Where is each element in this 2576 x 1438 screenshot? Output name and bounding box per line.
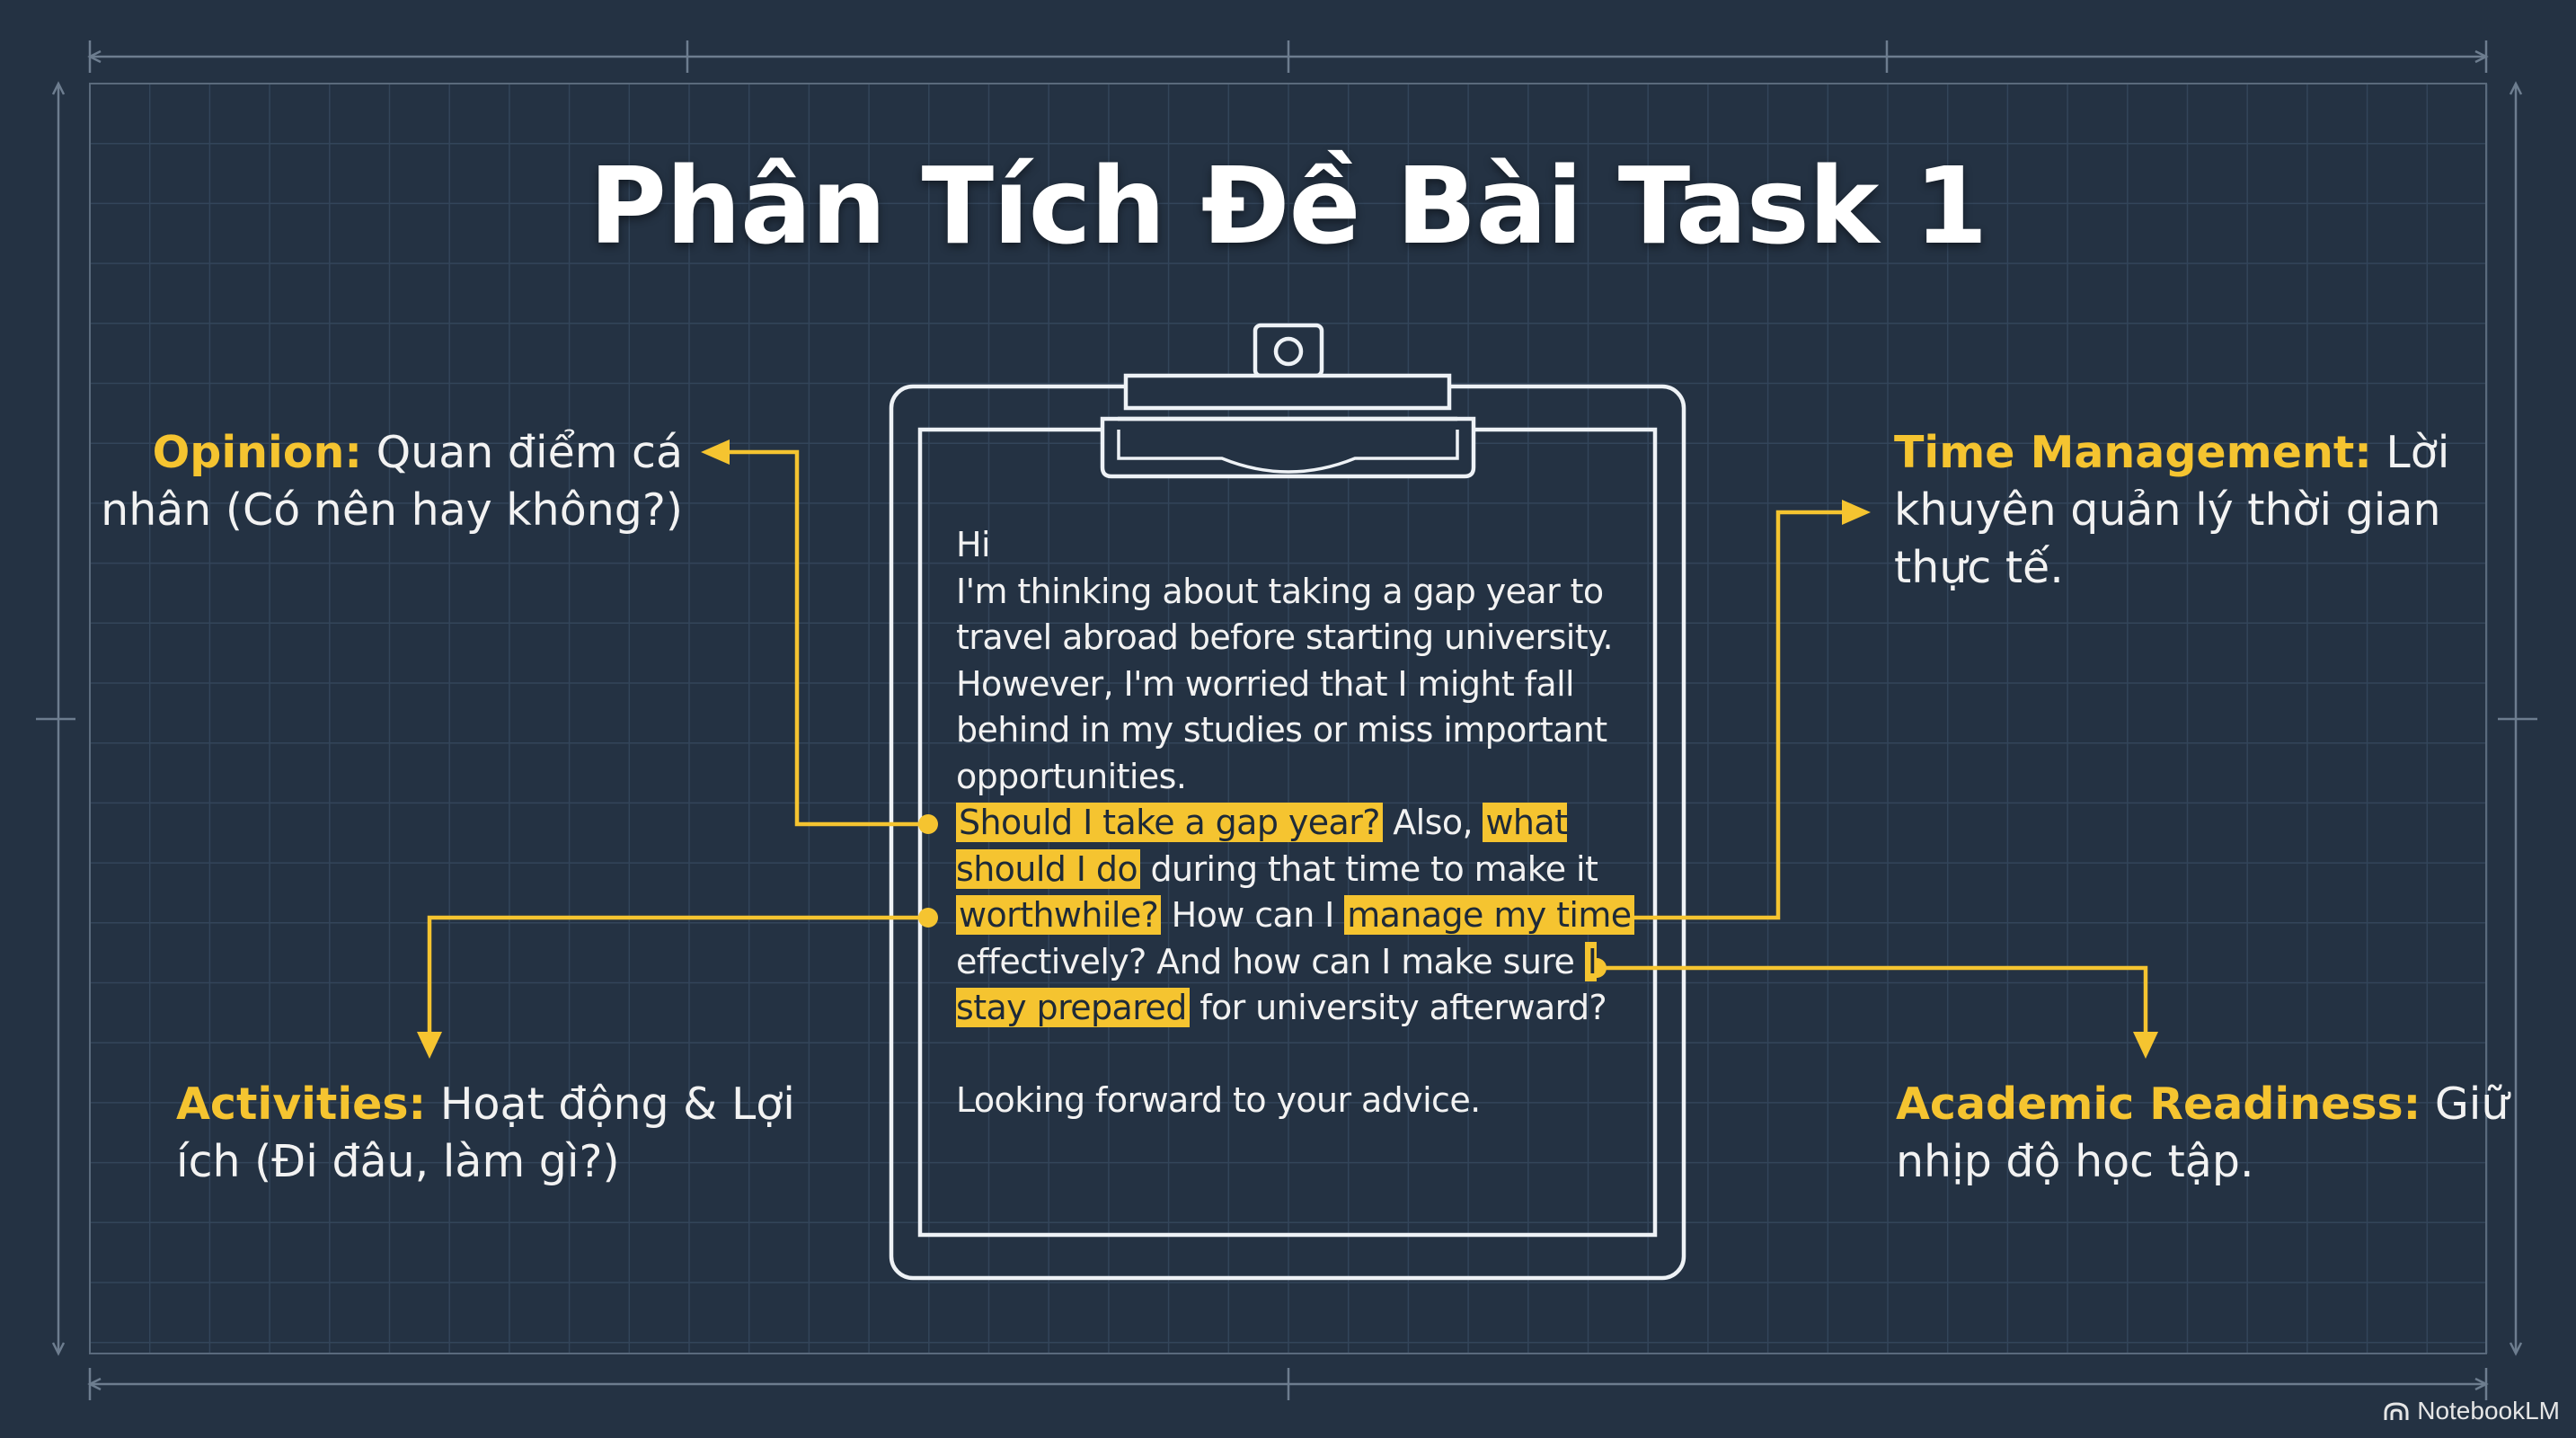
highlight-manage-time: manage my time: [1344, 895, 1634, 935]
brand-name: NotebookLM: [2417, 1397, 2560, 1425]
academic-connector: [1597, 965, 2148, 1041]
callout-time-text: Lời khuyên quản lý thời gian thực tế.: [1894, 427, 2450, 593]
letter-text: during that time to make it: [1140, 848, 1598, 889]
time-arrowhead: [1842, 500, 1871, 525]
connector-lines: [427, 449, 2148, 1041]
callout-activities-text: Hoạt động & Lợi ích (Đi đâu, làm gì?): [176, 1078, 795, 1187]
letter-text: How can I: [1161, 895, 1345, 935]
callout-opinion: Opinion: Quan điểm cá nhân (Có nên hay k…: [99, 424, 683, 539]
letter-greeting: Hi: [956, 525, 991, 564]
letter-questions: Should I take a gap year? Also, what sho…: [956, 800, 1639, 1032]
callout-opinion-text: Quan điểm cá nhân (Có nên hay không?): [101, 427, 683, 536]
callout-academic-keyword: Academic Readiness:: [1896, 1078, 2421, 1130]
letter-text: effectively? And how can I make sure: [956, 941, 1585, 981]
clipboard-letter: Hi I'm thinking about taking a gap year …: [956, 522, 1639, 1123]
time-connector: [1623, 510, 1851, 920]
callout-activities: Activities: Hoạt động & Lợi ích (Đi đâu,…: [176, 1076, 805, 1191]
letter-intro: I'm thinking about taking a gap year to …: [956, 571, 1614, 796]
letter-spacer: [956, 1032, 1639, 1078]
page-title: Phân Tích Đề Bài Task 1: [589, 144, 1987, 268]
notebooklm-icon: [2384, 1402, 2409, 1420]
dimension-lines: [36, 40, 2537, 1400]
clipboard-icon: [889, 323, 1686, 1281]
academic-arrowhead: [2133, 1032, 2158, 1059]
activities-arrowhead: [417, 1032, 442, 1059]
callout-time-keyword: Time Management:: [1894, 427, 2372, 478]
opinion-arrowhead: [701, 439, 730, 465]
brand-watermark: NotebookLM: [2383, 1397, 2560, 1425]
blueprint-grid: [89, 83, 2488, 1354]
opinion-connector: [719, 449, 928, 827]
callout-time-management: Time Management: Lời khuyên quản lý thời…: [1894, 424, 2523, 597]
letter-text: for university afterward?: [1189, 988, 1607, 1027]
highlight-worthwhile: worthwhile?: [956, 895, 1162, 935]
letter-closing: Looking forward to your advice.: [956, 1079, 1481, 1120]
highlight-gap-year: Should I take a gap year?: [956, 803, 1383, 842]
callout-activities-keyword: Activities:: [176, 1078, 427, 1130]
callout-opinion-keyword: Opinion:: [152, 427, 362, 478]
callout-academic-readiness: Academic Readiness: Giữ nhịp độ học tập.: [1896, 1076, 2525, 1191]
callout-academic-text: Giữ nhịp độ học tập.: [1896, 1078, 2510, 1187]
activities-connector: [427, 915, 928, 1041]
letter-text: Also,: [1382, 803, 1483, 842]
